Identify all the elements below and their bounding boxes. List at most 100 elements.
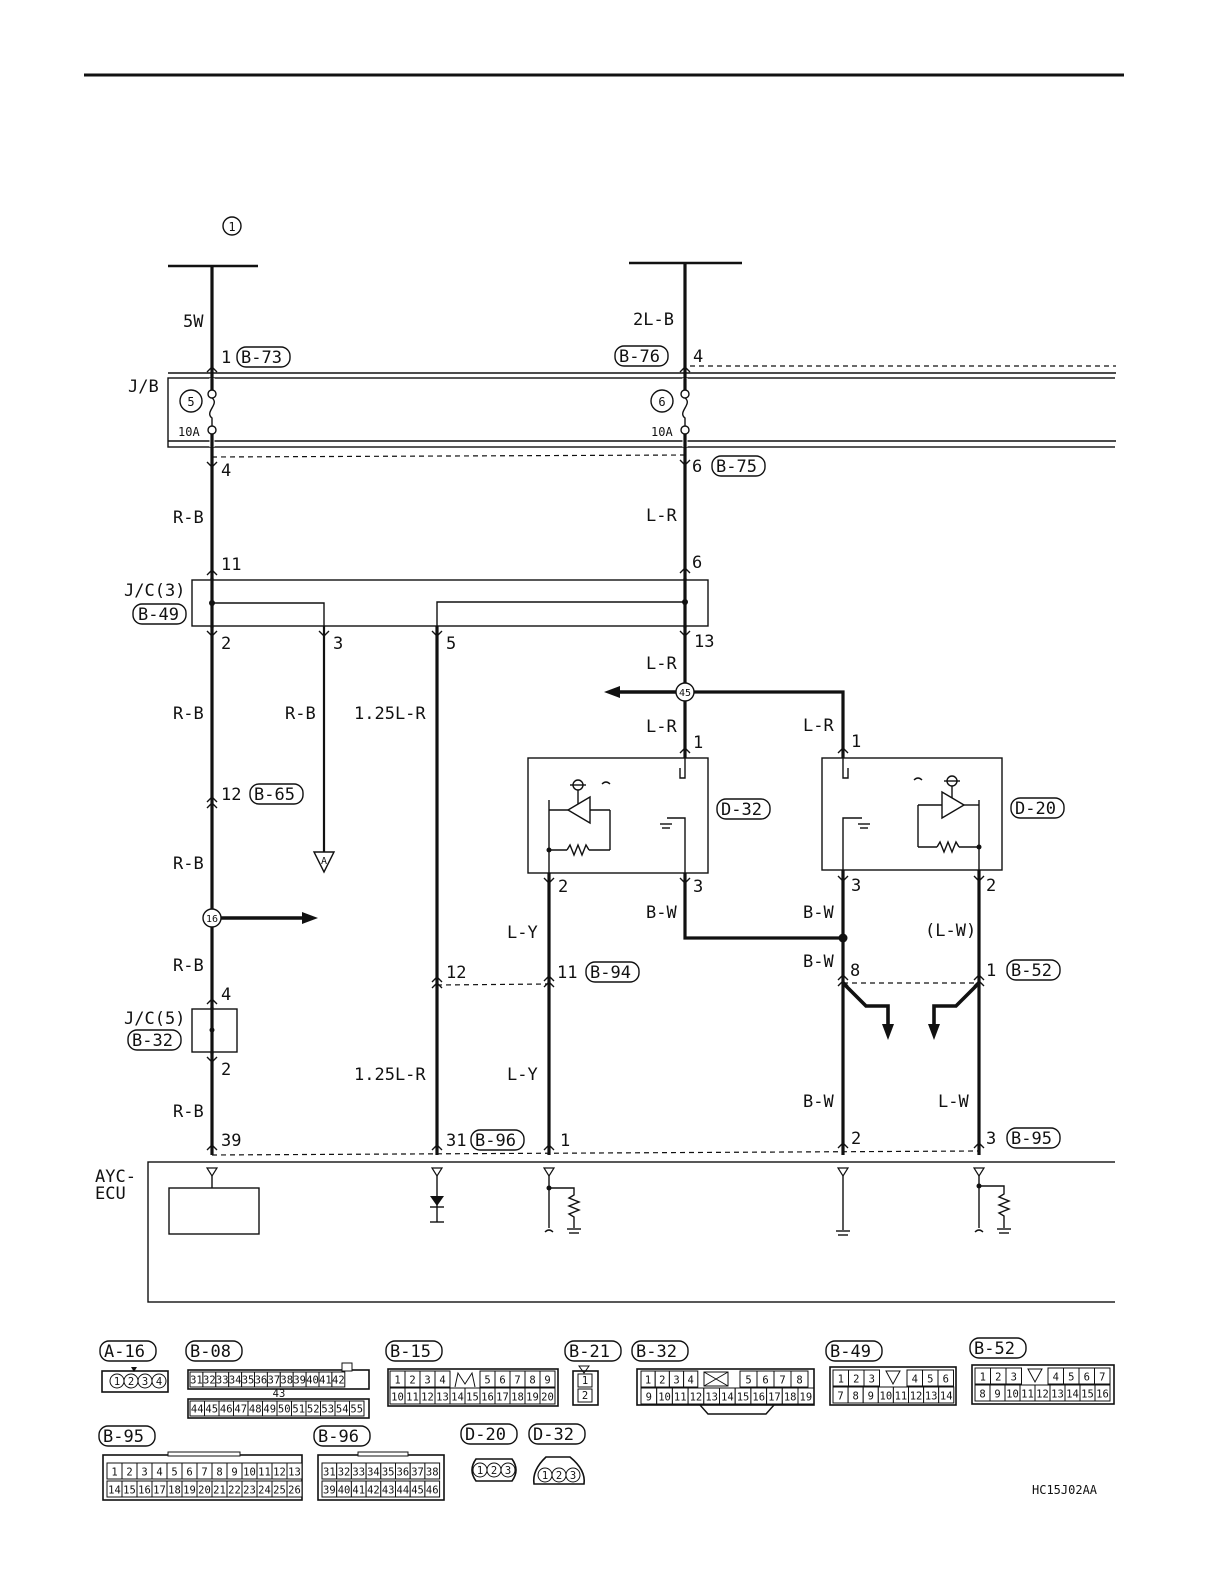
connector-tag-b73: B-73 — [241, 348, 282, 368]
legend-pin-b32-top-b: 5 — [745, 1375, 751, 1387]
wire-label-rb-1: R-B — [173, 508, 204, 528]
connector-tag-b76: B-76 — [619, 347, 660, 367]
wire-label-bw-4: B-W — [803, 1092, 834, 1112]
legend-pin-b95-top: 13 — [288, 1467, 301, 1479]
pin-1-b52: 1 — [986, 961, 996, 981]
legend-pin-b52-bottom: 10 — [1006, 1389, 1019, 1401]
legend-pin-b15-top-b: 9 — [544, 1375, 550, 1387]
legend-pin-b95-bottom: 21 — [213, 1485, 226, 1497]
legend-pin-b49-bottom: 7 — [837, 1391, 843, 1403]
legend-pin-b52-top-a: 1 — [980, 1372, 986, 1384]
legend-pin-b08-bottom: 47 — [234, 1404, 247, 1416]
wire-label-125lr-2: 1.25L-R — [354, 1065, 426, 1085]
legend-pin-b32-bottom: 17 — [768, 1392, 781, 1404]
tag-frame-b95 — [1006, 1127, 1061, 1149]
legend-pin-b96-bottom: 46 — [426, 1485, 439, 1497]
legend-pin-b95-bottom: 18 — [168, 1485, 181, 1497]
legend-pin-b96-top: 32 — [338, 1467, 351, 1479]
arrow-left — [604, 686, 620, 698]
sensor-d20-box — [821, 757, 1003, 871]
pin-6-b75: 6 — [692, 457, 702, 477]
legend-pin-b32-bottom: 15 — [737, 1392, 750, 1404]
legend-pin-b08-bottom: 50 — [278, 1404, 291, 1416]
sensor-d32-box — [527, 757, 709, 874]
pin-6-jc3: 6 — [692, 553, 702, 573]
legend-tag-a16: A-16 — [104, 1342, 145, 1362]
wire-label-2lb: 2L-B — [633, 310, 674, 330]
connector-tag-b52: B-52 — [1011, 961, 1052, 981]
jc3-label: J/C(3) — [124, 581, 185, 601]
legend-pin-b52-bottom: 16 — [1096, 1389, 1109, 1401]
wire-label-lw: L-W — [938, 1092, 969, 1112]
legend-housing-b08 — [187, 1369, 370, 1390]
tag-frame-b73 — [236, 346, 291, 368]
legend-pin-b52-top-a: 3 — [1011, 1372, 1017, 1384]
legend-tag-frame-a16 — [99, 1340, 157, 1362]
legend-pin-b08-top: 41 — [319, 1375, 332, 1387]
legend-pin-b95-bottom: 16 — [138, 1485, 151, 1497]
legend-pin-b96-top: 37 — [411, 1467, 424, 1479]
pin-2-d32: 2 — [558, 877, 568, 897]
legend-housing-b08-bottom — [187, 1398, 370, 1419]
legend-pin-b08-top: 31 — [190, 1375, 203, 1387]
dash-ecu — [211, 1150, 980, 1156]
legend-pin-b95-bottom: 22 — [228, 1485, 241, 1497]
pin-11-b94: 11 — [557, 963, 577, 983]
pin-1-ecu: 1 — [560, 1131, 570, 1151]
legend-pin-b49-bottom: 11 — [895, 1391, 908, 1403]
wire-label-rb-2: R-B — [173, 704, 204, 724]
pin-3-b95: 3 — [986, 1129, 996, 1149]
legend-pin-b52-top-a: 2 — [995, 1372, 1001, 1384]
wire-label-rb-3: R-B — [285, 704, 316, 724]
wire-bw-d32 — [683, 873, 843, 940]
tag-frame-d20 — [1010, 797, 1065, 819]
connector-tag-d32: D-32 — [721, 800, 762, 820]
pin-3-jc3: 3 — [333, 634, 343, 654]
legend-pin-a16: 2 — [128, 1376, 134, 1388]
legend-tag-frame-b49 — [825, 1340, 883, 1362]
fuse-6-circle: 6 — [658, 395, 665, 409]
legend-pin-d20: 1 — [477, 1465, 483, 1477]
legend-pin-b52-top-b: 7 — [1099, 1372, 1105, 1384]
wire-label-lr-4: L-R — [803, 716, 834, 736]
legend-pin-b95-bottom: 25 — [273, 1485, 286, 1497]
pin-13-jc3: 13 — [694, 632, 714, 652]
jc3-connector-tag: B-49 — [138, 605, 179, 625]
legend-pin-b15-top-a: 2 — [409, 1375, 415, 1387]
legend-pin-b96-bottom: 43 — [382, 1485, 395, 1497]
tag-frame-b32 — [127, 1029, 182, 1051]
legend-pin-d20: 3 — [505, 1465, 511, 1477]
legend-pin-b08-bottom: 55 — [350, 1404, 363, 1416]
joint-connector-5 — [191, 1008, 238, 1053]
junction-16-label: 16 — [206, 914, 218, 925]
pin-2-jc3: 2 — [221, 634, 231, 654]
off-page-label: A — [321, 856, 327, 867]
legend-pin-b15-bottom: 19 — [526, 1392, 539, 1404]
legend-pin-b15-top-a: 1 — [394, 1375, 400, 1387]
pin-2-jc5: 2 — [221, 1060, 231, 1080]
wire-label-ly-2: L-Y — [507, 1065, 538, 1085]
legend-pin-b15-bottom: 15 — [466, 1392, 479, 1404]
legend-pin-b96-bottom: 42 — [367, 1485, 380, 1497]
wire-lr-to-d20 — [685, 690, 845, 758]
legend-pin-b95-bottom: 23 — [243, 1485, 256, 1497]
junction-45-label: 45 — [679, 688, 691, 699]
junction-16 — [202, 908, 222, 928]
legend-pin-b96-bottom: 45 — [411, 1485, 424, 1497]
legend-pin-b15-bottom: 16 — [481, 1392, 494, 1404]
legend-housing-b15 — [387, 1368, 559, 1407]
pin-12-b65: 12 — [221, 785, 241, 805]
pin-1-d32: 1 — [693, 733, 703, 753]
legend-pin-b95-top: 11 — [258, 1467, 271, 1479]
legend-pin-b95-top: 7 — [201, 1467, 207, 1479]
legend-pin-b32-top-a: 1 — [645, 1375, 651, 1387]
legend-tag-b95: B-95 — [103, 1427, 144, 1447]
legend-pin-b32-bottom: 18 — [784, 1392, 797, 1404]
legend-pin-b32-bottom: 14 — [721, 1392, 734, 1404]
tag-frame-b76 — [614, 345, 669, 367]
pin-5-jc3: 5 — [446, 634, 456, 654]
legend-tag-frame-d32 — [528, 1423, 586, 1445]
legend-pin-b49-bottom: 12 — [910, 1391, 923, 1403]
legend-pin-b32-top-a: 4 — [688, 1375, 694, 1387]
